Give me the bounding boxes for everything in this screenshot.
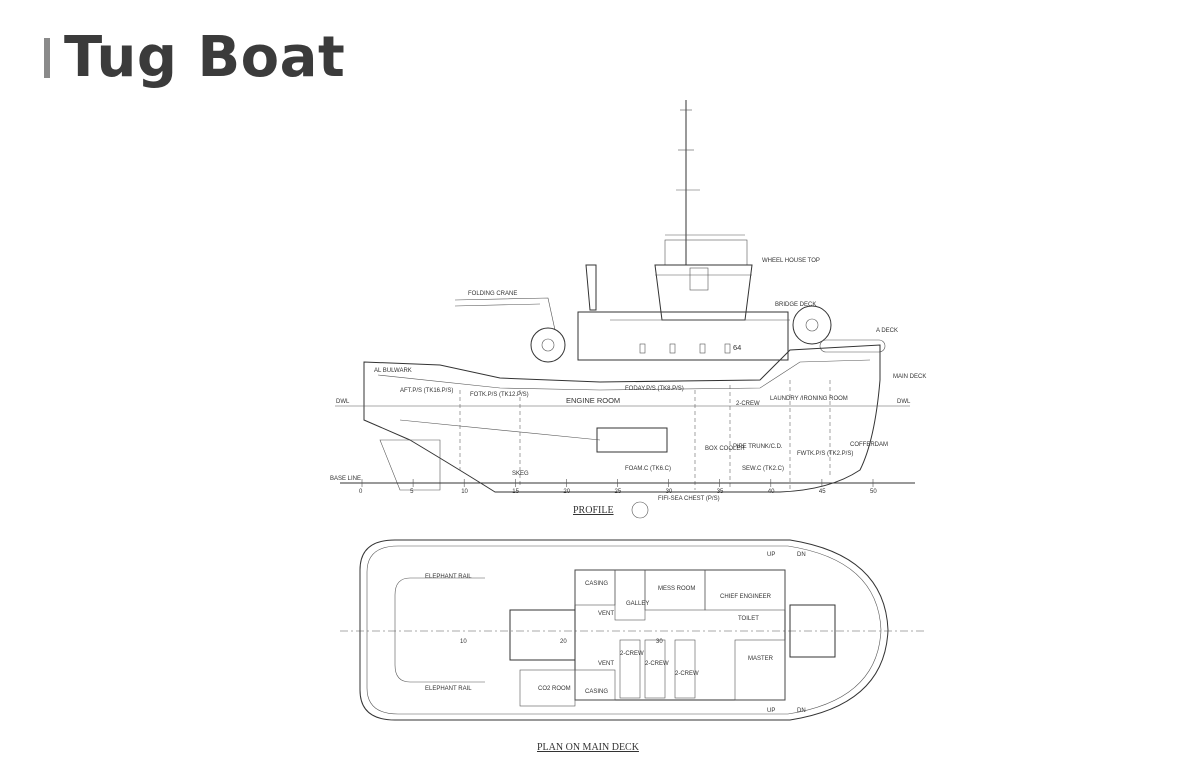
label-frame-20: 20	[560, 639, 567, 645]
label-pipe-trunk: PIPE TRUNK/C.D.	[733, 444, 783, 450]
frame-tick-label: 5	[410, 489, 414, 495]
plan-view: ELEPHANT RAIL ELEPHANT RAIL CASING CASIN…	[340, 539, 925, 753]
compass-rose-icon	[631, 501, 649, 519]
label-frame-30: 30	[656, 639, 663, 645]
label-elephant-rail-bottom: ELEPHANT RAIL	[425, 686, 472, 692]
profile-caption: PROFILE	[573, 505, 614, 516]
label-wheel-house-top: WHEEL HOUSE TOP	[762, 258, 820, 264]
frame-tick-label: 0	[359, 489, 363, 495]
profile-view: 0 5 10 15 20 25 30 35 40 45 50 WHEEL HOUSE TOP BRI…	[330, 100, 926, 519]
frame-tick-label: 10	[461, 489, 468, 495]
label-sew: SEW.C (TK2.C)	[742, 466, 784, 472]
frame-tick-label: 30	[666, 489, 673, 495]
label-foday: FODAY.P/S (TK8.P/S)	[625, 386, 684, 392]
label-foam: FOAM.C (TK6.C)	[625, 466, 671, 472]
funnel	[585, 264, 597, 311]
label-up-bottom: UP	[767, 708, 775, 714]
deckhouse	[577, 311, 789, 361]
page-title: Tug Boat	[64, 25, 346, 90]
page-title-block: Tug Boat	[44, 26, 345, 90]
label-al-bulwark: AL BULWARK	[374, 368, 412, 374]
label-skeg: SKEG	[512, 471, 529, 477]
label-toilet: TOILET	[738, 616, 759, 622]
frame-tick-label: 25	[615, 489, 622, 495]
hull-plan-outline	[359, 539, 889, 721]
label-fotk: FOTK.P/S (TK12.P/S)	[470, 392, 529, 398]
towing-winch	[792, 305, 832, 345]
plan-caption: PLAN ON MAIN DECK	[537, 742, 640, 753]
label-frame-10: 10	[460, 639, 467, 645]
anchor-windlass	[789, 604, 836, 658]
frame-tick-label: 40	[768, 489, 775, 495]
towing-winch-plan	[509, 609, 576, 661]
frame-tick-label: 45	[819, 489, 826, 495]
label-crew-a: 2-CREW	[620, 651, 644, 657]
label-aft-ps: AFT.P/S (TK16.P/S)	[400, 388, 453, 394]
label-hull-number: 64	[733, 343, 741, 352]
label-crew-c: 2-CREW	[675, 671, 699, 677]
label-bridge-deck: BRIDGE DECK	[775, 302, 816, 308]
label-vent-bottom: VENT	[598, 661, 614, 667]
label-master: MASTER	[748, 656, 774, 662]
label-crew-b: 2-CREW	[645, 661, 669, 667]
folding-crane	[454, 297, 556, 331]
label-dn-top: DN	[797, 552, 806, 558]
title-accent-bar	[44, 38, 50, 78]
frame-tick-label: 35	[717, 489, 724, 495]
label-elephant-rail-top: ELEPHANT RAIL	[425, 574, 472, 580]
frame-tick-label: 15	[512, 489, 519, 495]
rudder	[379, 439, 441, 491]
hull-profile	[363, 344, 881, 493]
label-2-crew: 2-CREW	[736, 401, 760, 407]
label-a-deck: A DECK	[876, 328, 898, 334]
label-fwtk: FWTK.P/S (TK2.P/S)	[797, 451, 853, 457]
label-dwl-left: DWL	[336, 399, 350, 405]
label-casing-top: CASING	[585, 581, 608, 587]
label-dn-bottom: DN	[797, 708, 806, 714]
label-laundry: LAUNDRY /IRONING ROOM	[770, 396, 848, 402]
main-engine	[596, 427, 668, 453]
label-cofferdam: COFFERDAM	[850, 442, 888, 448]
frame-tick-label: 50	[870, 489, 877, 495]
frame-ticks: 0 5 10 15 20 25 30 35 40 45 50	[359, 479, 877, 495]
label-dwl-right: DWL	[897, 399, 911, 405]
label-folding-crane: FOLDING CRANE	[468, 291, 517, 297]
label-fifi-sea-chest: FIFI-SEA CHEST (P/S)	[658, 496, 720, 502]
label-mess-room: MESS ROOM	[658, 586, 695, 592]
label-casing-bottom: CASING	[585, 689, 608, 695]
label-galley: GALLEY	[626, 601, 649, 607]
label-base-line: BASE LINE	[330, 476, 361, 482]
label-vent-top: VENT	[598, 611, 614, 617]
elephant-rail	[394, 577, 485, 683]
aft-winch	[530, 327, 566, 363]
frame-tick-label: 20	[563, 489, 570, 495]
label-up-top: UP	[767, 552, 775, 558]
label-main-deck: MAIN DECK	[893, 374, 926, 380]
label-chief-engineer: CHIEF ENGINEER	[720, 594, 772, 600]
label-box-cooler: BOX COOLER	[705, 446, 745, 452]
label-co2-room: CO2 ROOM	[538, 686, 571, 692]
label-engine-room: ENGINE ROOM	[566, 396, 620, 405]
